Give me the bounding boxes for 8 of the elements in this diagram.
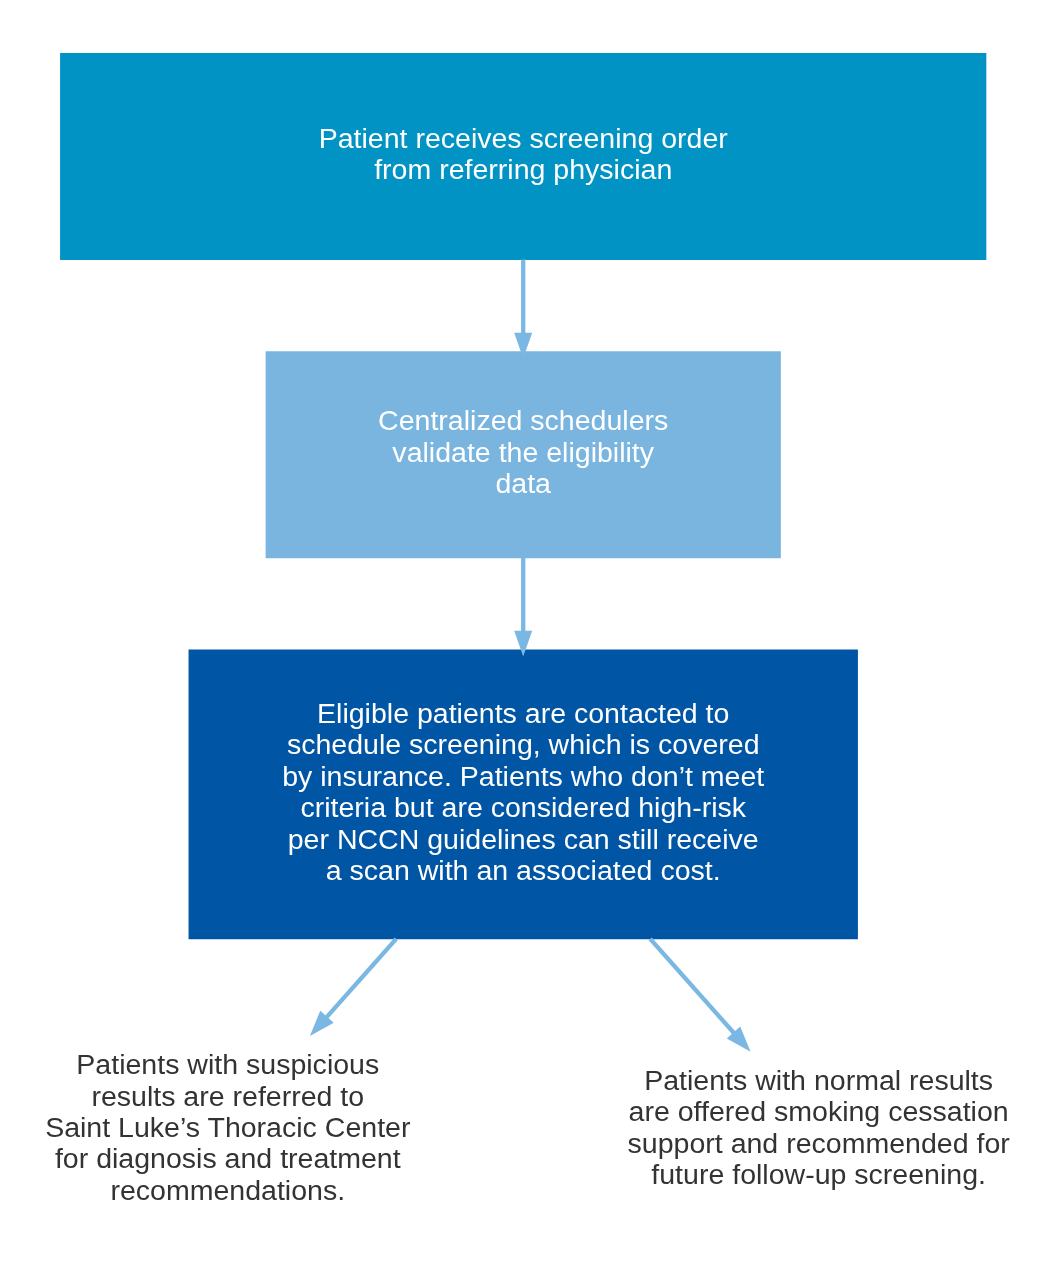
node-box: Eligible patients are contacted to schedule screening, which is covered by insurance. Patients who don’t meet criteria but are considered high-risk per NCCN guidelines can still receive a scan with an associated cost. [188, 649, 858, 940]
node-text: Patients with suspicious results are referred to Saint Luke’s Thoracic Center for diagnosis and treatment recommendations. [45, 1048, 411, 1206]
node-box: Centralized schedulers validate the eligibility data [265, 351, 781, 559]
node-text: Patients with normal results are offered smoking cessation support and recommended for future follow-up screening. [627, 1063, 1010, 1191]
arrow [648, 937, 751, 1052]
arrow [514, 557, 533, 657]
arrow [309, 937, 398, 1036]
node-box: Patient receives screening order from referring physician [60, 53, 987, 260]
